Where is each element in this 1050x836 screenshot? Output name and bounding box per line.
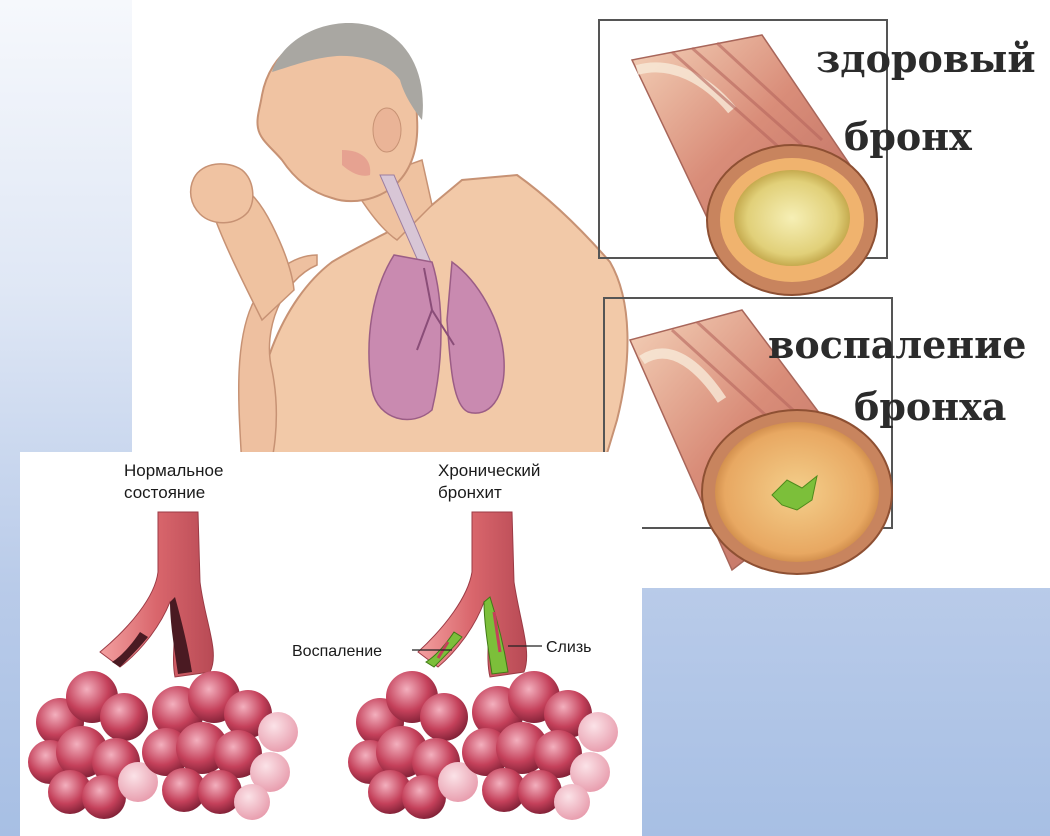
- callout-mucus: Слизь: [546, 639, 592, 656]
- chronic-title-line2: бронхит: [438, 483, 502, 502]
- normal-title-line1: Нормальное: [124, 461, 223, 480]
- normal-airway: [100, 512, 213, 677]
- normal-alveoli-left: [28, 671, 158, 819]
- chronic-alveoli-left: [348, 671, 478, 819]
- chronic-alveoli-right: [462, 671, 618, 820]
- healthy-label-line2: бронх: [844, 114, 972, 159]
- alveoli-comparison-illustration: Нормальное состояние Хронический бронхит: [20, 452, 642, 836]
- healthy-label-line1: здоровый: [816, 36, 1036, 81]
- chronic-title-line1: Хронический: [438, 461, 540, 480]
- coughing-man: [191, 23, 628, 470]
- inflamed-label-line1: воспаление: [768, 322, 1026, 367]
- normal-alveoli-right: [142, 671, 298, 820]
- bottom-illustration-panel: Нормальное состояние Хронический бронхит: [20, 452, 642, 836]
- chronic-airway: [418, 512, 527, 677]
- normal-title-line2: состояние: [124, 483, 205, 502]
- callout-inflammation: Воспаление: [292, 643, 382, 660]
- inflamed-label-line2: бронха: [854, 384, 1006, 429]
